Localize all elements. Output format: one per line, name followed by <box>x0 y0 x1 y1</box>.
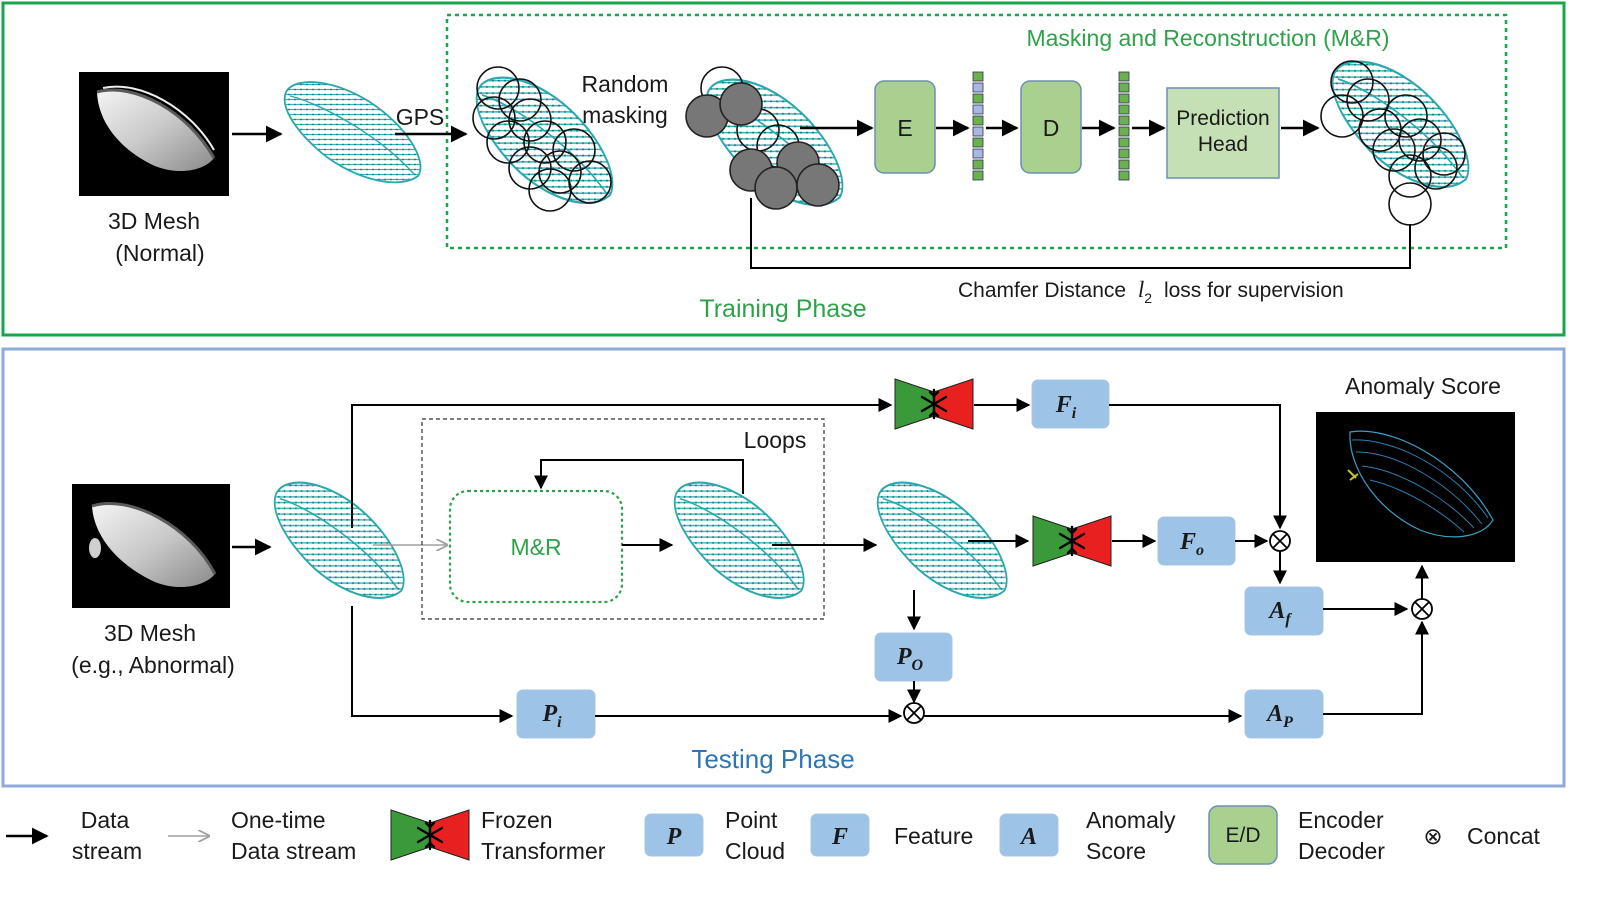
train-point-cloud <box>283 81 422 184</box>
prediction-head-box <box>1166 87 1280 179</box>
svg-text:Cloud: Cloud <box>725 838 785 864</box>
training-panel <box>1 1 1566 337</box>
svg-text:E/D: E/D <box>1225 824 1260 847</box>
mr-title: Masking and Reconstruction (M&R) <box>1026 25 1389 51</box>
svg-text:Data: Data <box>81 807 130 833</box>
latent-tokens-1 <box>972 71 984 181</box>
svg-text:D: D <box>1043 115 1060 141</box>
loss-label: Chamfer Distance l2 loss for supervision <box>958 277 1344 308</box>
legend-p-box <box>644 813 704 857</box>
normal-mesh-label: 3D Mesh <box>108 208 200 234</box>
normal-mesh-image <box>79 72 229 196</box>
normal-mesh-sublabel: (Normal) <box>115 240 204 266</box>
svg-text:Pi: Pi <box>541 701 562 731</box>
training-phase-title: Training Phase <box>699 295 866 323</box>
test-input-cloud <box>273 481 405 599</box>
abnormal-mesh-image <box>72 484 230 608</box>
svg-text:AP: AP <box>1265 701 1293 731</box>
svg-text:Point: Point <box>725 807 778 833</box>
loop-output-cloud <box>673 481 805 599</box>
legend-f-box <box>810 813 870 857</box>
patched-point-cloud <box>472 66 614 212</box>
svg-text:Fo: Fo <box>1179 529 1204 559</box>
abnormal-mesh-label: 3D Mesh <box>104 620 196 646</box>
svg-text:E: E <box>897 115 912 141</box>
svg-text:stream: stream <box>72 838 142 864</box>
pi-box <box>516 689 596 739</box>
legend-ed-box <box>1208 805 1278 865</box>
svg-text:Head: Head <box>1198 133 1248 156</box>
svg-text:Score: Score <box>1086 838 1146 864</box>
svg-text:Af: Af <box>1267 598 1292 628</box>
svg-text:Fi: Fi <box>1055 392 1077 422</box>
svg-text:F: F <box>831 824 848 850</box>
svg-text:Anomaly: Anomaly <box>1086 807 1176 833</box>
svg-text:A: A <box>1019 824 1037 850</box>
testing-phase-title: Testing Phase <box>691 744 854 774</box>
legend-concat-symbol: ⊗ <box>1423 823 1442 849</box>
svg-text:Encoder: Encoder <box>1298 807 1384 833</box>
svg-text:Transformer: Transformer <box>481 838 606 864</box>
frozen-transformer-top <box>893 377 975 431</box>
abnormal-mesh-sublabel: (e.g., Abnormal) <box>71 652 235 678</box>
testing-panel <box>1 347 1566 788</box>
latent-tokens-2 <box>1118 71 1130 181</box>
svg-text:P: P <box>666 824 682 850</box>
legend-a-box <box>999 813 1059 857</box>
masking-label-1: Random <box>582 71 669 97</box>
concat-node-f <box>1269 530 1291 552</box>
concat-node-p <box>903 702 925 724</box>
encoder-box <box>874 80 936 174</box>
gps-label: GPS <box>396 104 445 130</box>
svg-text:Decoder: Decoder <box>1298 838 1385 864</box>
mr-region <box>445 13 1508 250</box>
decoder-box <box>1020 80 1082 174</box>
concat-node-final <box>1411 598 1433 620</box>
af-box <box>1244 586 1324 636</box>
legend-frozen-icon <box>389 808 471 862</box>
frozen-transformer-mid <box>1031 514 1113 568</box>
svg-text:Prediction: Prediction <box>1176 107 1269 130</box>
loops-label: Loops <box>744 427 807 453</box>
svg-text:One-time: One-time <box>231 807 326 833</box>
mr-module <box>448 489 624 604</box>
reconstructed-point-cloud <box>1320 60 1470 226</box>
svg-text:Data stream: Data stream <box>231 838 356 864</box>
svg-text:M&R: M&R <box>510 534 561 560</box>
anomaly-score-title: Anomaly Score <box>1345 373 1501 399</box>
svg-text:Concat: Concat <box>1467 823 1540 849</box>
svg-text:Feature: Feature <box>894 823 973 849</box>
svg-text:PO: PO <box>896 644 924 674</box>
anomaly-score-image <box>1316 412 1515 562</box>
masking-label-2: masking <box>582 102 668 128</box>
svg-text:Frozen: Frozen <box>481 807 553 833</box>
masked-point-cloud <box>685 66 844 210</box>
